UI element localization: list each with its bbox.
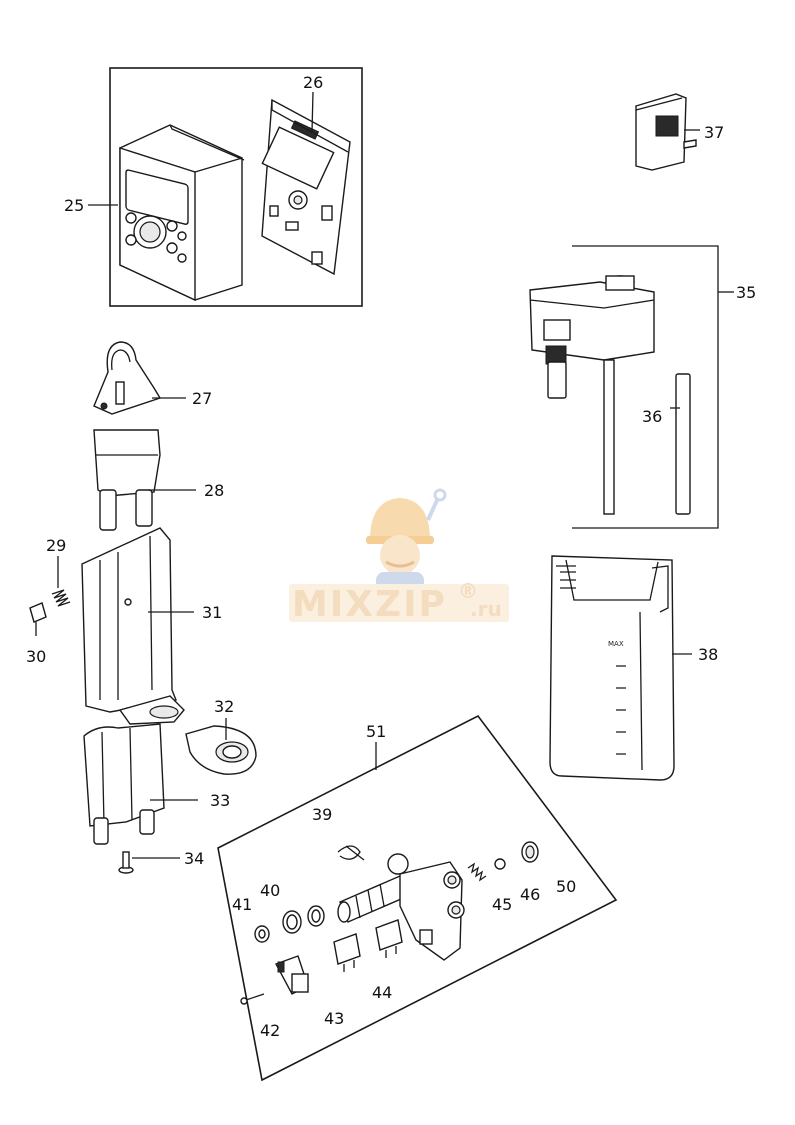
part-46-ball bbox=[494, 858, 506, 870]
part-30-cap bbox=[29, 602, 47, 623]
label-51: 51 bbox=[366, 722, 386, 741]
part-29-spring bbox=[51, 589, 71, 607]
tank-max-mark: MAX bbox=[608, 640, 624, 648]
label-33: 33 bbox=[210, 791, 230, 810]
label-44: 44 bbox=[372, 983, 392, 1002]
watermark-registered: ® bbox=[458, 579, 478, 603]
label-39: 39 bbox=[312, 805, 332, 824]
label-37: 37 bbox=[704, 123, 724, 142]
label-32: 32 bbox=[214, 697, 234, 716]
part-25-control-panel-housing bbox=[119, 124, 245, 302]
label-41: 41 bbox=[232, 895, 252, 914]
label-38: 38 bbox=[698, 645, 718, 664]
part-43-switch-bracket bbox=[275, 955, 309, 995]
part-32-washer-plate bbox=[185, 725, 257, 775]
label-35: 35 bbox=[736, 283, 756, 302]
part-38-water-tank: MAX bbox=[549, 555, 675, 781]
watermark-brand: MIXZIP bbox=[292, 584, 447, 625]
label-36: 36 bbox=[642, 407, 662, 426]
label-45: 45 bbox=[492, 895, 512, 914]
label-50: 50 bbox=[556, 877, 576, 896]
label-30: 30 bbox=[26, 647, 46, 666]
part-36-tube bbox=[675, 373, 691, 515]
part-45-spring bbox=[467, 862, 487, 882]
watermark: MIXZIP ® .ru bbox=[289, 488, 509, 625]
part-31-main-frame bbox=[81, 527, 185, 725]
part-41-o-ring bbox=[254, 925, 270, 943]
part-42-pin bbox=[240, 993, 265, 1005]
label-29: 29 bbox=[46, 536, 66, 555]
valve-body-assembly bbox=[337, 853, 465, 961]
label-42: 42 bbox=[260, 1021, 280, 1040]
control-panel-group-frame bbox=[109, 67, 363, 307]
watermark-band bbox=[289, 584, 509, 622]
label-25: 25 bbox=[64, 196, 84, 215]
label-40: 40 bbox=[260, 881, 280, 900]
label-34: 34 bbox=[184, 849, 204, 868]
group-35-bracket bbox=[572, 245, 719, 529]
label-26: 26 bbox=[303, 73, 323, 92]
part-28-upper-holder bbox=[93, 429, 161, 531]
label-43: 43 bbox=[324, 1009, 344, 1028]
part-37-cover-cap bbox=[635, 93, 697, 171]
part-50-bushing bbox=[521, 841, 539, 863]
part-27-top-bracket bbox=[93, 341, 162, 415]
part-labels: 25 26 27 28 29 30 31 32 33 34 35 36 37 3… bbox=[26, 73, 756, 1040]
label-28: 28 bbox=[204, 481, 224, 500]
part-26-circuit-board bbox=[261, 98, 351, 276]
label-27: 27 bbox=[192, 389, 212, 408]
watermark-tld: .ru bbox=[470, 597, 502, 621]
part-44-micro-switch bbox=[333, 919, 403, 972]
leader-lines bbox=[35, 91, 700, 859]
label-31: 31 bbox=[202, 603, 222, 622]
part-40b-o-ring bbox=[307, 905, 325, 927]
group-51-frame bbox=[217, 714, 618, 1082]
part-34-screw bbox=[118, 851, 134, 874]
part-35-dispenser-unit bbox=[529, 275, 655, 515]
part-33-lower-body bbox=[83, 723, 165, 845]
part-39-clip bbox=[337, 845, 365, 861]
label-46: 46 bbox=[520, 885, 540, 904]
part-40-o-ring bbox=[282, 910, 302, 934]
